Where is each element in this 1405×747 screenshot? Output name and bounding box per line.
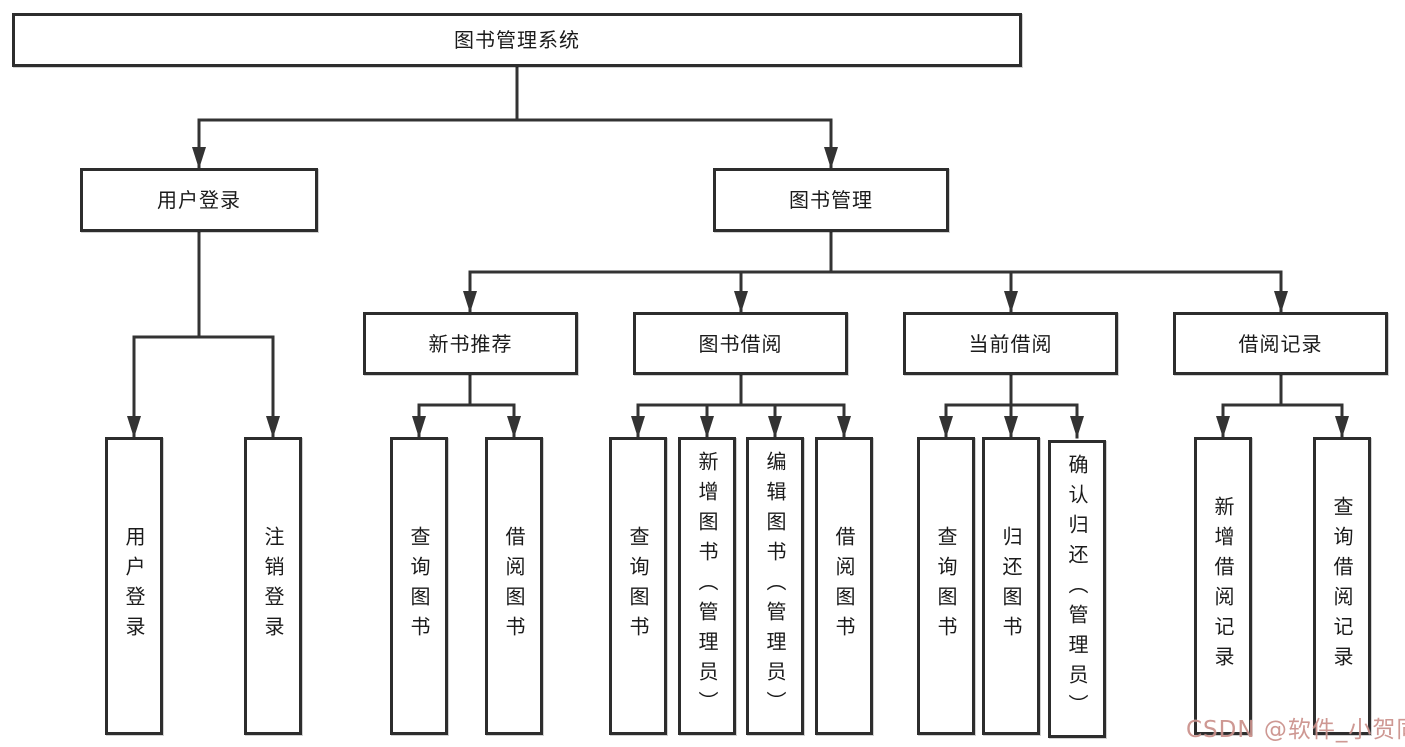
node-label: 新增借阅记录 [1211, 496, 1235, 676]
node-label: 查询借阅记录 [1330, 496, 1354, 676]
connector-new-book-recommend [417, 373, 516, 407]
node-current-borrow: 当前借阅 [903, 312, 1118, 375]
connector-borrow-records [1221, 373, 1344, 407]
node-user-login: 用户登录 [80, 168, 318, 232]
connector-root [197, 65, 833, 122]
connector-book-management [468, 230, 1283, 274]
csdn-watermark: CSDN @软件_小贺同学 [1186, 717, 1405, 743]
node-label: 用户登录 [122, 526, 146, 646]
node-label: 确认归还（管理员） [1065, 454, 1089, 724]
node-label: 归还图书 [999, 526, 1023, 646]
node-logout: 注销登录 [244, 437, 302, 735]
node-confirm-return-admin: 确认归还（管理员） [1048, 440, 1106, 738]
node-label: 图书借阅 [698, 331, 783, 356]
node-query-books-current: 查询图书 [917, 437, 975, 735]
node-book-management: 图书管理 [713, 168, 949, 232]
node-label: 查询图书 [407, 526, 431, 646]
node-borrow-books: 借阅图书 [815, 437, 873, 735]
node-edit-book-admin: 编辑图书（管理员） [746, 437, 804, 735]
node-add-borrow-record: 新增借阅记录 [1194, 437, 1252, 735]
node-label: 用户登录 [157, 188, 241, 212]
node-query-borrow-record: 查询借阅记录 [1313, 437, 1371, 735]
node-label: 新书推荐 [428, 331, 513, 356]
connector-book-borrow [636, 373, 846, 407]
node-label: 当前借阅 [968, 331, 1053, 356]
node-label: 新增图书（管理员） [695, 451, 719, 721]
node-label: 编辑图书（管理员） [763, 451, 787, 721]
node-borrow-books-recommend: 借阅图书 [485, 437, 543, 735]
node-return-books: 归还图书 [982, 437, 1040, 735]
node-add-book-admin: 新增图书（管理员） [678, 437, 736, 735]
node-label: 借阅图书 [502, 526, 526, 646]
node-query-books-borrow: 查询图书 [609, 437, 667, 735]
node-label: 图书管理系统 [454, 28, 580, 52]
node-user-login-leaf: 用户登录 [105, 437, 163, 735]
node-label: 查询图书 [626, 526, 650, 646]
connector-current-borrow [944, 373, 1079, 407]
connector-user-login [132, 230, 275, 339]
node-label: 图书管理 [789, 188, 873, 212]
node-label: 借阅图书 [832, 526, 856, 646]
node-library-management-system: 图书管理系统 [12, 13, 1022, 67]
node-new-book-recommend: 新书推荐 [363, 312, 578, 375]
node-label: 查询图书 [934, 526, 958, 646]
node-label: 注销登录 [261, 526, 285, 646]
node-query-books-recommend: 查询图书 [390, 437, 448, 735]
node-book-borrow: 图书借阅 [633, 312, 848, 375]
node-label: 借阅记录 [1238, 331, 1323, 356]
node-borrow-records: 借阅记录 [1173, 312, 1388, 375]
